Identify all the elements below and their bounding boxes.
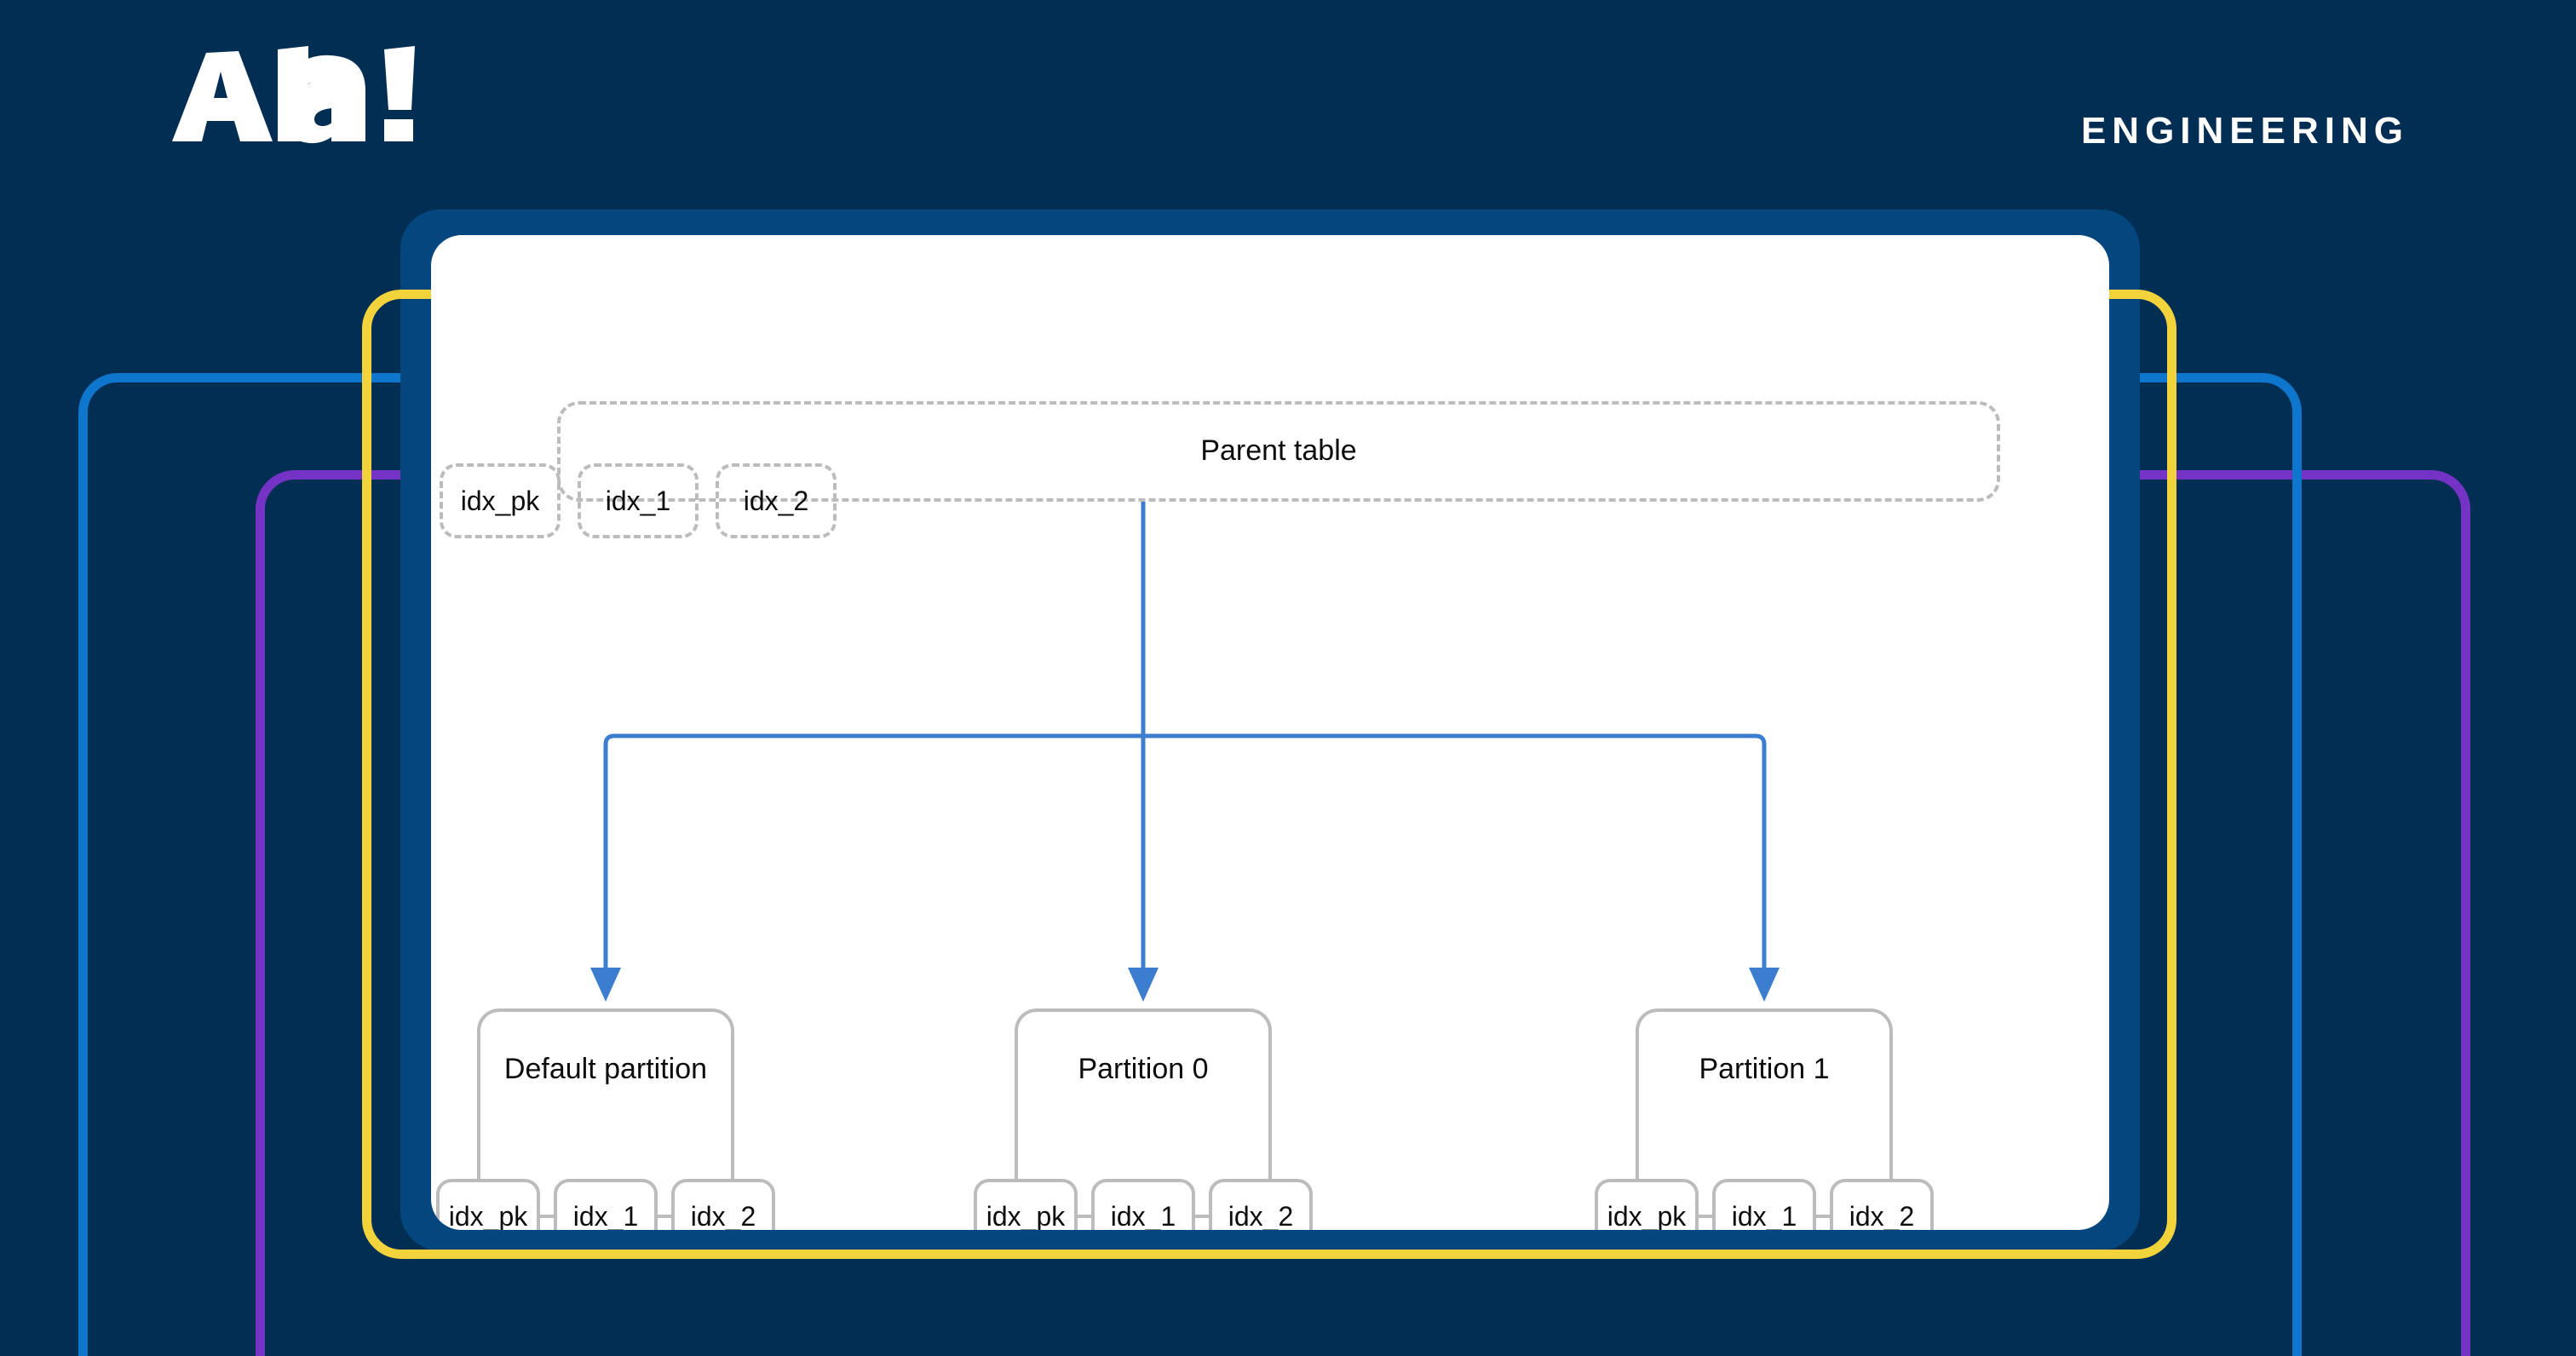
partition-0: Partition 0 idx_pk idx_1 idx_2 — [974, 1008, 1313, 1230]
partition-frame — [1636, 1008, 1893, 1230]
index-connector-line — [656, 1215, 673, 1218]
partition-label: Partition 0 — [1078, 1053, 1209, 1085]
partition-index-row: idx_pk idx_1 idx_2 — [436, 1179, 775, 1230]
parent-table-box — [557, 401, 2000, 502]
partition-index-idx-2: idx_2 — [1209, 1179, 1313, 1230]
parent-index-idx-2: idx_2 — [716, 463, 837, 538]
aha-wordmark-logo — [167, 46, 423, 148]
partition-frame — [477, 1008, 734, 1230]
parent-index-idx-1: idx_1 — [578, 463, 699, 538]
diagram-card: Parent table idx_pk idx_1 idx_2 — [431, 235, 2109, 1230]
partition-index-idx-2: idx_2 — [1830, 1179, 1934, 1230]
index-connector-line — [1076, 1215, 1093, 1218]
parent-table-label: Parent table — [1200, 434, 1357, 467]
parent-index-idx-pk: idx_pk — [440, 463, 561, 538]
index-connector-line — [1814, 1215, 1831, 1218]
partition-index-diagram: Parent table idx_pk idx_1 idx_2 — [431, 235, 2109, 1230]
partition-index-row: idx_pk idx_1 idx_2 — [1595, 1179, 1934, 1230]
partition-label: Partition 1 — [1699, 1053, 1830, 1085]
index-connector-line — [1193, 1215, 1210, 1218]
partition-index-idx-pk: idx_pk — [436, 1179, 540, 1230]
partition-frame — [1015, 1008, 1272, 1230]
partition-index-idx-2: idx_2 — [671, 1179, 775, 1230]
partition-index-idx-pk: idx_pk — [974, 1179, 1078, 1230]
partition-index-idx-1: idx_1 — [1712, 1179, 1816, 1230]
partition-index-idx-pk: idx_pk — [1595, 1179, 1699, 1230]
eyebrow-label: ENGINEERING — [2080, 110, 2409, 152]
partition-index-row: idx_pk idx_1 idx_2 — [974, 1179, 1313, 1230]
partition-index-idx-1: idx_1 — [1091, 1179, 1195, 1230]
index-connector-line — [1697, 1215, 1714, 1218]
partition-index-idx-1: idx_1 — [554, 1179, 658, 1230]
index-connector-line — [538, 1215, 555, 1218]
partition-1: Partition 1 idx_pk idx_1 idx_2 — [1595, 1008, 1934, 1230]
partition-label: Default partition — [503, 1053, 708, 1085]
partition-default: Default partition idx_pk idx_1 idx_2 — [436, 1008, 775, 1230]
